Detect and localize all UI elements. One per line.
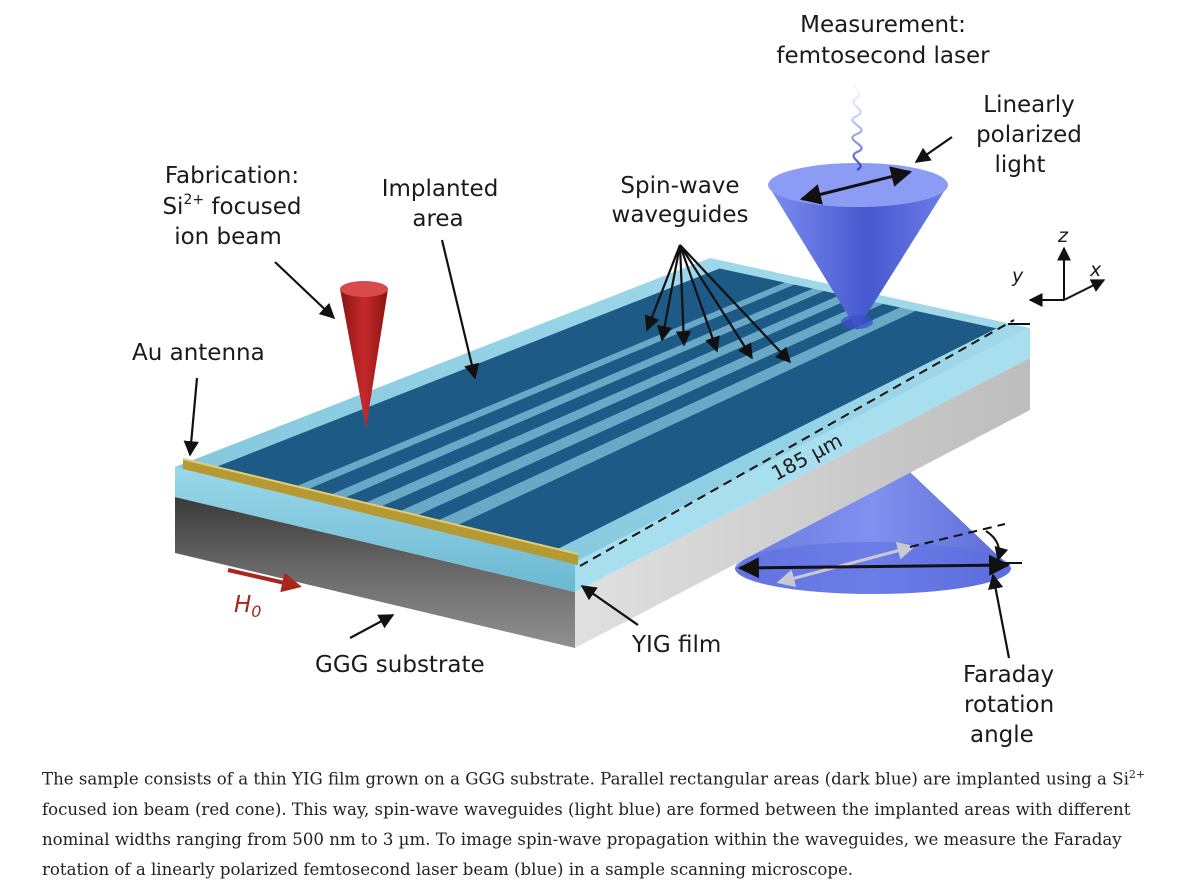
faraday-label-line1: Faraday: [963, 662, 1054, 688]
implanted-label-line2: area: [412, 206, 463, 232]
fabrication-label-line1: Fabrication:: [165, 163, 299, 189]
spinwave-label-line2: waveguides: [612, 202, 749, 228]
faraday-angle-arc: [985, 530, 1009, 562]
yig-film-label: YIG film: [631, 632, 721, 658]
caption-text-part1: The sample consists of a thin YIG film g…: [42, 769, 1129, 789]
caption-text-part2: focused ion beam (red cone). This way, s…: [42, 799, 1131, 879]
spin-wave-waveguide-3: [327, 288, 824, 500]
sample-diagram: Measurement: femtosecond laser Linearly …: [132, 12, 1106, 748]
au-antenna-strip: [182, 458, 579, 565]
implanted-label-line1: Implanted: [382, 176, 499, 202]
axis-z-label: z: [1057, 225, 1069, 247]
caption-si-charge: 2+: [1128, 768, 1146, 781]
figure-caption: The sample consists of a thin YIG film g…: [42, 760, 1182, 885]
measurement-label-line2: femtosecond laser: [776, 43, 990, 69]
ion-beam-cone: [340, 281, 388, 428]
faraday-label-line2: rotation: [964, 692, 1054, 718]
fabrication-label-line3: ion beam: [174, 224, 282, 250]
yig-film-right-side: [575, 328, 1030, 592]
h0-label: H0: [234, 592, 261, 621]
fabrication-si-charge: 2+: [183, 192, 204, 208]
axis-y-label: y: [1011, 265, 1024, 287]
faraday-angle-reference: [909, 523, 1006, 548]
yig-film-front-side: [175, 467, 575, 592]
linear-polarized-label-line1: Linearly: [983, 92, 1074, 118]
implanted-area-10: [456, 310, 997, 550]
coordinate-axes: [1028, 246, 1106, 307]
spin-wave-waveguide-9: [436, 307, 916, 526]
polarization-arrow-top: [799, 166, 913, 205]
implanted-area-0: [210, 268, 785, 489]
polarization-arrow-bottom: [737, 554, 1011, 579]
linear-polarized-label-line2: polarized: [976, 122, 1082, 148]
h0-symbol: H: [234, 592, 251, 618]
fabrication-label-line2: Si2+ focused: [162, 192, 301, 220]
ggg-substrate-label: GGG substrate: [315, 652, 485, 678]
h0-field-arrow: [227, 568, 302, 593]
laser-pulse-wave: [851, 79, 863, 171]
axis-x-label: x: [1089, 259, 1102, 281]
au-antenna-label: Au antenna: [132, 340, 265, 366]
spin-wave-waveguide-5: [362, 294, 854, 508]
measurement-label-line1: Measurement:: [800, 12, 966, 38]
spinwave-label-line1: Spin-wave: [620, 173, 739, 199]
fabrication-si: Si: [162, 194, 183, 220]
faraday-label-line3: angle: [970, 722, 1034, 748]
linear-polarized-label-line3: light: [995, 152, 1046, 178]
dimension-line: [579, 319, 1030, 567]
fabrication-focused: focused: [204, 194, 301, 220]
h0-subscript: 0: [251, 602, 261, 621]
ggg-substrate-front-side: [175, 497, 575, 648]
ggg-substrate-right-side: [575, 358, 1030, 648]
pointer-arrows: [183, 136, 1011, 659]
spin-wave-waveguide-7: [397, 300, 883, 517]
